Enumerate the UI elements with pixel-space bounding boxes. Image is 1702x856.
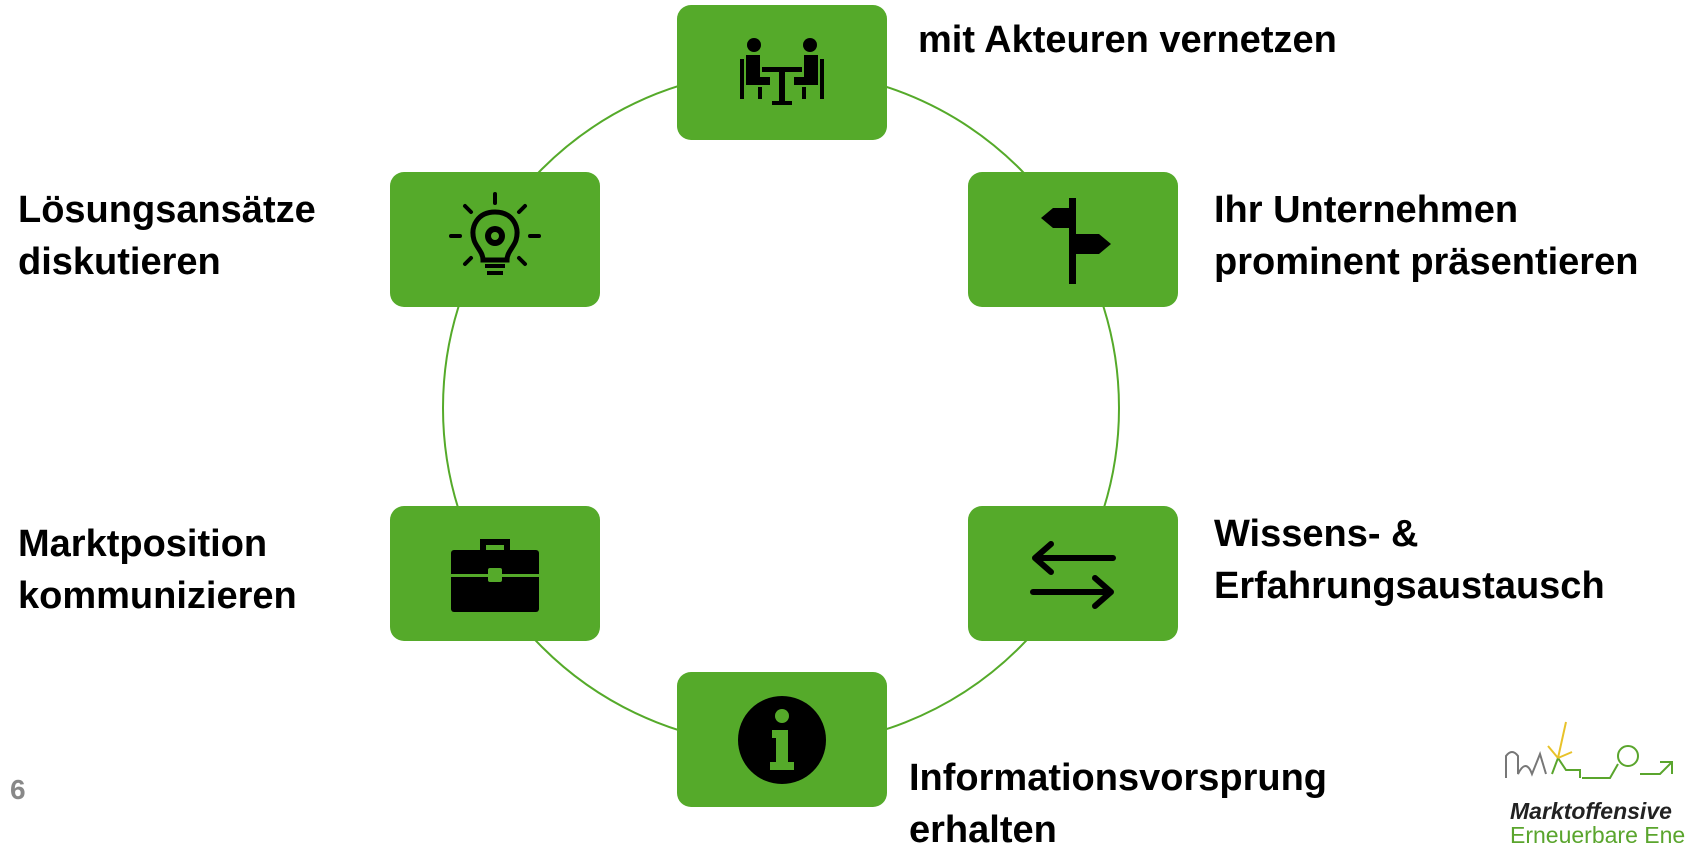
market-box — [390, 506, 600, 641]
label-line: kommunizieren — [18, 575, 297, 617]
label-line: Lösungsansätze — [18, 189, 316, 231]
label-exchange: Wissens- & Erfahrungsaustausch — [1214, 508, 1605, 612]
briefcase-icon — [451, 538, 539, 612]
label-line: Informationsvorsprung — [909, 757, 1328, 799]
meeting-icon — [740, 37, 824, 105]
label-line: Erfahrungsaustausch — [1214, 565, 1605, 607]
label-line: prominent präsentieren — [1214, 241, 1639, 283]
signpost-icon — [1041, 197, 1111, 284]
logo-line-2: Erneuerbare Ene — [1510, 822, 1686, 844]
label-line: Marktposition — [18, 523, 268, 565]
information-box — [677, 672, 887, 807]
label-network: mit Akteuren vernetzen — [918, 14, 1337, 66]
label-information: Informationsvorsprung erhalten — [909, 752, 1327, 856]
present-box — [968, 172, 1178, 307]
exchange-box — [968, 506, 1178, 641]
label-line: Ihr Unternehmen — [1214, 189, 1519, 231]
lightbulb-gear-icon — [449, 191, 541, 275]
brand-logo: Marktoffensive Erneuerbare Ene — [1500, 718, 1702, 844]
label-line: diskutieren — [18, 241, 221, 283]
logo-skyline-icon — [1505, 721, 1673, 779]
label-line: Wissens- & — [1214, 513, 1419, 555]
network-box — [677, 5, 887, 140]
info-icon — [738, 695, 826, 784]
solutions-box — [390, 172, 600, 307]
page-number: 6 — [10, 774, 26, 805]
label-line: erhalten — [909, 809, 1057, 851]
label-present: Ihr Unternehmen prominent präsentieren — [1214, 184, 1638, 288]
label-market: Marktposition kommunizieren — [18, 518, 297, 622]
label-line: mit Akteuren vernetzen — [918, 19, 1337, 61]
label-solutions: Lösungsansätze diskutieren — [18, 184, 316, 288]
exchange-arrows-icon — [1030, 540, 1116, 609]
logo-line-1: Marktoffensive — [1510, 798, 1672, 824]
